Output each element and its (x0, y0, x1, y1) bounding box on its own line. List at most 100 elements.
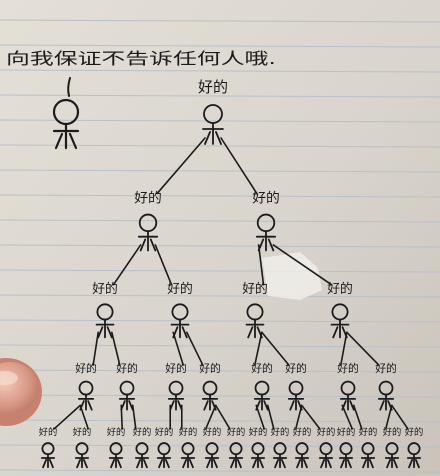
friend-figure: 好的 (39, 426, 57, 469)
reply-text: 好的 (92, 281, 118, 297)
figure-body (118, 393, 136, 411)
friend-figure: 好的 (405, 426, 424, 469)
figure-body (40, 453, 56, 469)
friend-figure: 好的 (242, 281, 268, 339)
figure-body (272, 453, 288, 469)
figure-body (255, 230, 277, 252)
reply-text: 好的 (134, 191, 162, 207)
friend-figure: 好的 (252, 191, 280, 252)
friend-figure: 好的 (107, 426, 126, 469)
figure-body (330, 318, 350, 339)
reply-text: 好的 (155, 426, 174, 438)
tell-line (266, 404, 275, 430)
friend-figure: 好的 (75, 361, 97, 411)
figure-body (170, 318, 190, 339)
friend-figure: 好的 (285, 361, 307, 411)
ruled-line (0, 194, 440, 198)
friend-figure: 好的 (198, 78, 228, 145)
tell-line (154, 244, 173, 286)
friend-figure: 好的 (317, 426, 335, 469)
tell-line (172, 331, 184, 366)
ruled-line (0, 44, 440, 48)
tell-line (112, 244, 142, 286)
reply-text: 好的 (285, 361, 307, 375)
figure-body (204, 453, 220, 469)
tell-line (272, 244, 333, 286)
friend-figure: 好的 (383, 426, 402, 469)
figure-body (384, 453, 400, 469)
friend-figure: 好的 (134, 191, 162, 252)
friend-figure: 好的 (337, 426, 355, 469)
figure-body (202, 122, 224, 145)
reply-text: 好的 (116, 361, 138, 375)
ruled-line (0, 219, 440, 223)
friend-figure: 好的 (92, 281, 118, 339)
reply-text: 好的 (375, 361, 397, 375)
figure-body (339, 393, 357, 411)
figure-body (338, 453, 354, 469)
tell-line (339, 331, 348, 366)
ruled-line (0, 394, 440, 398)
tell-line (205, 404, 217, 430)
figure-body (95, 318, 115, 339)
friend-figure: 好的 (227, 426, 246, 469)
ruled-line (0, 19, 440, 23)
friend-figure: 好的 (203, 426, 221, 469)
reply-text: 好的 (199, 361, 221, 375)
figure-body (360, 453, 376, 469)
friend-figure: 好的 (133, 426, 152, 469)
ruled-line (0, 294, 440, 298)
caption-text: 向我保证不告诉任何人哦. (6, 49, 276, 68)
tell-line (111, 331, 121, 366)
tell-line (260, 331, 290, 366)
friend-figure: 好的 (337, 361, 359, 411)
friend-figure: 好的 (327, 281, 353, 339)
figure-body (167, 393, 185, 411)
figure-body (253, 393, 271, 411)
ruled-line (0, 469, 440, 473)
friend-figure: 好的 (251, 361, 273, 411)
reply-text: 好的 (271, 426, 290, 438)
friend-figure: 好的 (155, 426, 174, 469)
reply-text: 好的 (165, 361, 187, 375)
reply-text: 好的 (107, 426, 126, 438)
tell-line (214, 404, 231, 430)
ruled-line (0, 144, 440, 148)
tell-line (341, 404, 354, 430)
friend-figure: 好的 (165, 361, 187, 411)
ruled-line (0, 344, 440, 348)
figure-body (318, 453, 334, 469)
speaker-body (52, 122, 80, 150)
reply-text: 好的 (293, 426, 312, 438)
friend-figure: 好的 (179, 426, 198, 469)
reply-text: 好的 (133, 426, 152, 438)
figure-body (377, 393, 395, 411)
reply-text: 好的 (167, 281, 193, 297)
tell-line (186, 331, 204, 366)
tell-line (255, 404, 266, 430)
ruled-line (0, 69, 440, 73)
friend-tree: 好的好的好的好的好的好的好的好的好的好的好的好的好的好的好的好的好的好的好的好的… (39, 78, 424, 469)
reply-text: 好的 (337, 361, 359, 375)
reply-text: 好的 (359, 426, 378, 438)
reply-text: 好的 (73, 426, 92, 438)
figure-body (137, 230, 159, 252)
figure-body (108, 453, 124, 469)
tell-line (156, 137, 206, 195)
ruled-line (0, 444, 440, 448)
reply-text: 好的 (227, 426, 246, 438)
tell-line (220, 137, 258, 195)
friend-figure: 好的 (199, 361, 221, 411)
reply-text: 好的 (405, 426, 424, 438)
friend-figure: 好的 (293, 426, 312, 469)
tell-line (92, 331, 99, 366)
reply-text: 好的 (251, 361, 273, 375)
figure-body (245, 318, 265, 339)
ruled-line (0, 244, 440, 248)
tell-line (257, 244, 265, 286)
reply-text: 好的 (383, 426, 402, 438)
reply-text: 好的 (179, 426, 198, 438)
figure-body (156, 453, 172, 469)
figure-body (228, 453, 244, 469)
